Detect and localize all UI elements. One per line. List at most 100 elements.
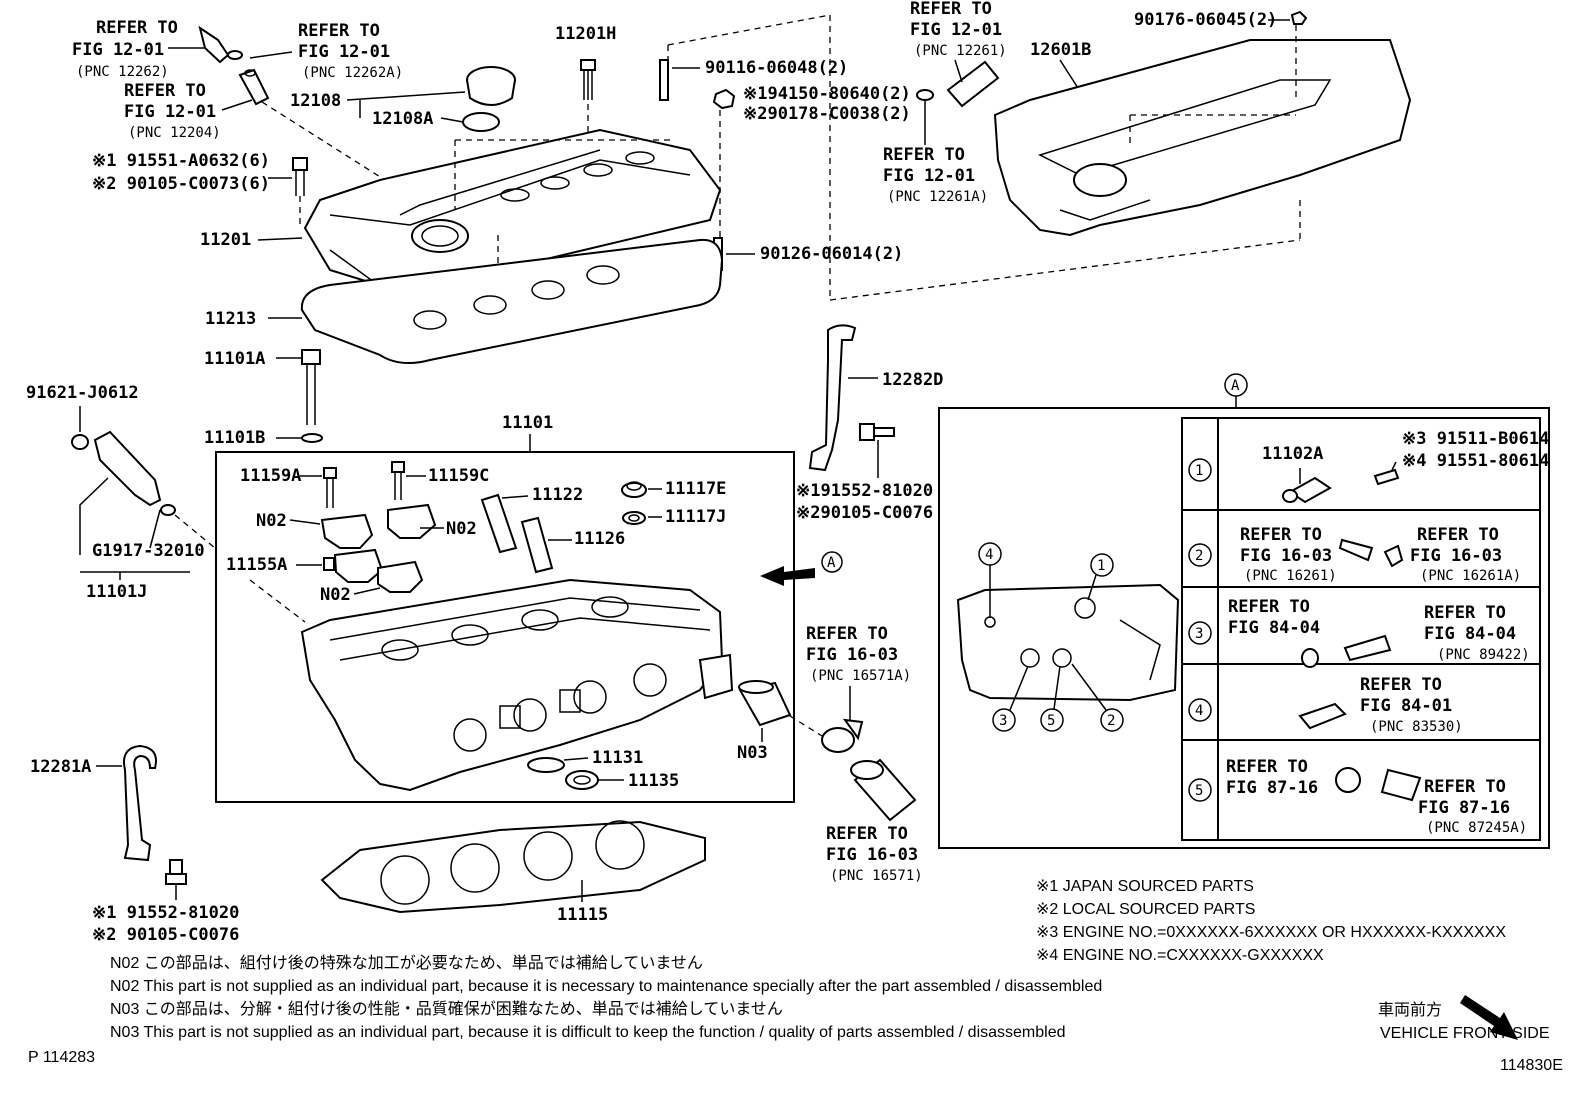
ref-label: FIG 87-16 <box>1418 798 1510 818</box>
row-number: 4 <box>1195 703 1203 719</box>
part-label: 12282D <box>882 370 943 390</box>
engine-hanger-12281A <box>123 744 187 885</box>
ref-label: (PNC 12262) <box>76 64 169 80</box>
seals-11131-11135 <box>527 757 599 790</box>
ref-label: FIG 12-01 <box>72 40 164 60</box>
ref-label: (PNC 83530) <box>1370 719 1463 735</box>
part-label: ※2 90105-C0076 <box>92 925 239 945</box>
plugs-11117 <box>621 481 647 525</box>
part-label: 12108 <box>290 91 341 111</box>
detail-box-a <box>938 407 1550 849</box>
ref-label: (PNC 12262A) <box>302 65 403 81</box>
ref-label: FIG 87-16 <box>1226 778 1318 798</box>
part-label: 11126 <box>574 529 625 549</box>
ref-label: FIG 12-01 <box>910 20 1002 40</box>
part-label: 12281A <box>30 757 91 777</box>
ref-label: REFER TO <box>1424 777 1506 797</box>
part-label: ※191552-81020 <box>796 481 933 501</box>
part-label: 11101 <box>502 413 553 433</box>
part-label: 11159A <box>240 466 301 486</box>
nut-194150 <box>712 88 736 110</box>
legend-line: ※1 JAPAN SOURCED PARTS <box>1036 878 1254 895</box>
note-line: N03 この部品は、分解・組付け後の性能・品質確保が困難なため、単品では補給して… <box>110 1000 783 1018</box>
head-bolt <box>301 349 323 443</box>
vehicle-front-arrow-icon <box>1460 995 1518 1040</box>
note-line: N02 この部品は、組付け後の特殊な加工が必要なため、単品では補給していません <box>110 954 703 972</box>
part-label: 11101J <box>86 582 147 602</box>
part-label: 11159C <box>428 466 489 486</box>
callout-number: 5 <box>1047 713 1055 729</box>
cylinder-head <box>300 578 734 792</box>
note-line: N02 This part is not supplied as an indi… <box>110 978 1102 995</box>
water-hose <box>850 758 917 822</box>
callout-number: 2 <box>1107 713 1115 729</box>
ref-label: FIG 12-01 <box>883 166 975 186</box>
part-label: 11135 <box>628 771 679 791</box>
ref-label: FIG 16-03 <box>806 645 898 665</box>
part-label: 11201H <box>555 24 616 44</box>
ref-label: REFER TO <box>883 145 965 165</box>
detail-marker: A <box>1231 378 1240 394</box>
bolt-11201H <box>580 59 596 100</box>
part-label: 90176-06045(2) <box>1134 10 1277 30</box>
part-label: 11101A <box>204 349 265 369</box>
note-line: N03 This part is not supplied as an indi… <box>110 1024 1066 1041</box>
footer-code: 114830E <box>1500 1057 1563 1074</box>
legend-line: ※4 ENGINE NO.=CXXXXXX-GXXXXXX <box>1036 947 1324 964</box>
part-label: ※290178-C0038(2) <box>743 104 911 124</box>
row-number: 3 <box>1195 626 1203 642</box>
row-number: 5 <box>1195 783 1203 799</box>
part-label: 11101B <box>204 428 265 448</box>
breather-hose-parts <box>198 25 270 106</box>
ref-label: REFER TO <box>910 0 992 19</box>
ref-label: REFER TO <box>1228 597 1310 617</box>
part-label: 90126-06014(2) <box>760 244 903 264</box>
ref-label: FIG 12-01 <box>124 102 216 122</box>
part-label: 11131 <box>592 748 643 768</box>
ref-label: REFER TO <box>826 824 908 844</box>
plug-n03 <box>738 680 792 727</box>
oil-filler-cap <box>462 66 516 132</box>
oil-control-valve <box>71 430 176 516</box>
ref-label: (PNC 16571) <box>830 868 923 884</box>
cam-position-sensor <box>1282 468 1400 504</box>
ref-label: FIG 84-04 <box>1424 624 1516 644</box>
part-label: ※3 91511-B0614 <box>1402 429 1549 449</box>
part-label: N02 <box>320 585 351 605</box>
part-label: ※2 90105-C0073(6) <box>92 174 270 194</box>
engine-hanger-12282D <box>808 324 857 472</box>
legend-line: ※2 LOCAL SOURCED PARTS <box>1036 901 1255 918</box>
ref-label: (PNC 12261) <box>914 43 1007 59</box>
stud-90116 <box>659 59 669 101</box>
callout-number: 1 <box>1097 558 1105 574</box>
ref-label: (PNC 87245A) <box>1426 820 1527 836</box>
part-label: 91621-J0612 <box>26 383 139 403</box>
part-label: 11115 <box>557 905 608 925</box>
ref-label: REFER TO <box>1240 525 1322 545</box>
ref-label: REFER TO <box>298 21 380 41</box>
camshaft-bearing-caps <box>320 503 437 593</box>
row-number: 1 <box>1195 463 1203 479</box>
part-label: ※290105-C0076 <box>796 503 933 523</box>
hose-clamp <box>821 718 864 753</box>
part-label: ※1 91551-A0632(6) <box>92 151 270 171</box>
part-label: ※1 91552-81020 <box>92 903 239 923</box>
callout-number: 4 <box>985 547 993 563</box>
cylinder-head-box <box>215 451 795 803</box>
part-label: ※194150-80640(2) <box>743 84 911 104</box>
engine-top-cover <box>993 39 1412 237</box>
head-gasket <box>320 820 706 914</box>
part-label: G1917-32010 <box>92 541 205 561</box>
part-label: 11117E <box>665 479 726 499</box>
bolt-91552 <box>859 423 895 441</box>
ref-label: (PNC 12204) <box>128 125 221 141</box>
ref-label: REFER TO <box>1226 757 1308 777</box>
part-label: 90116-06048(2) <box>705 58 848 78</box>
ref-label: FIG 16-03 <box>826 845 918 865</box>
ref-label: REFER TO <box>1424 603 1506 623</box>
part-label: 11155A <box>226 555 287 575</box>
callout-number: 3 <box>999 713 1007 729</box>
ref-label: FIG 16-03 <box>1240 546 1332 566</box>
part-label: 11102A <box>1262 444 1323 464</box>
